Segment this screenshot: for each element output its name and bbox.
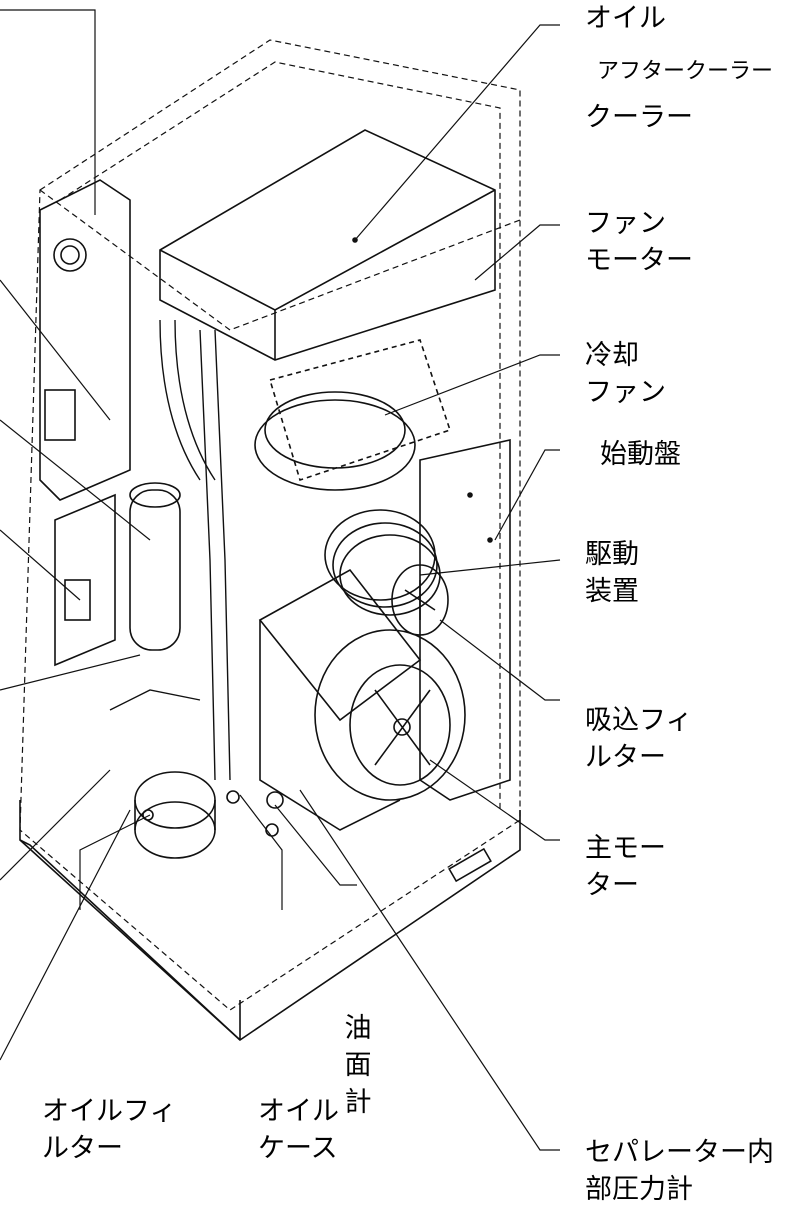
cooling-fan	[254, 339, 452, 491]
label-oil-case: オイル ケース	[258, 1096, 339, 1164]
gauges	[265, 791, 284, 837]
label-starter-panel: 始動盤	[600, 439, 681, 470]
label-cooler: クーラー	[585, 102, 693, 133]
oil-aftercooler	[159, 129, 496, 361]
main-motor	[258, 568, 466, 831]
label-drive-unit: 駆動 装置	[585, 539, 639, 607]
label-intake-filter: 吸込フィ ルター	[585, 705, 693, 773]
label-main-motor: 主モー ター	[585, 833, 666, 901]
label-oil: オイル	[585, 3, 666, 34]
base-frame	[19, 800, 521, 1042]
oil-case	[134, 771, 240, 859]
label-fan-motor: ファン モーター	[585, 208, 693, 276]
label-cooling-fan: 冷却 ファン	[585, 340, 666, 408]
starter-panel-box	[419, 439, 511, 801]
label-separator-pressure-gauge: セパレーター内 部圧力計	[585, 1137, 774, 1205]
label-oil-filter: オイルフィ ルター	[42, 1096, 177, 1164]
piping	[109, 319, 231, 781]
label-oil-level-gauge: 油 面 計	[344, 1013, 372, 1118]
label-aftercooler: アフタークーラー	[597, 59, 774, 84]
left-panel	[39, 179, 131, 667]
leader-lines	[0, 9, 561, 1151]
separator-tank	[129, 482, 181, 651]
